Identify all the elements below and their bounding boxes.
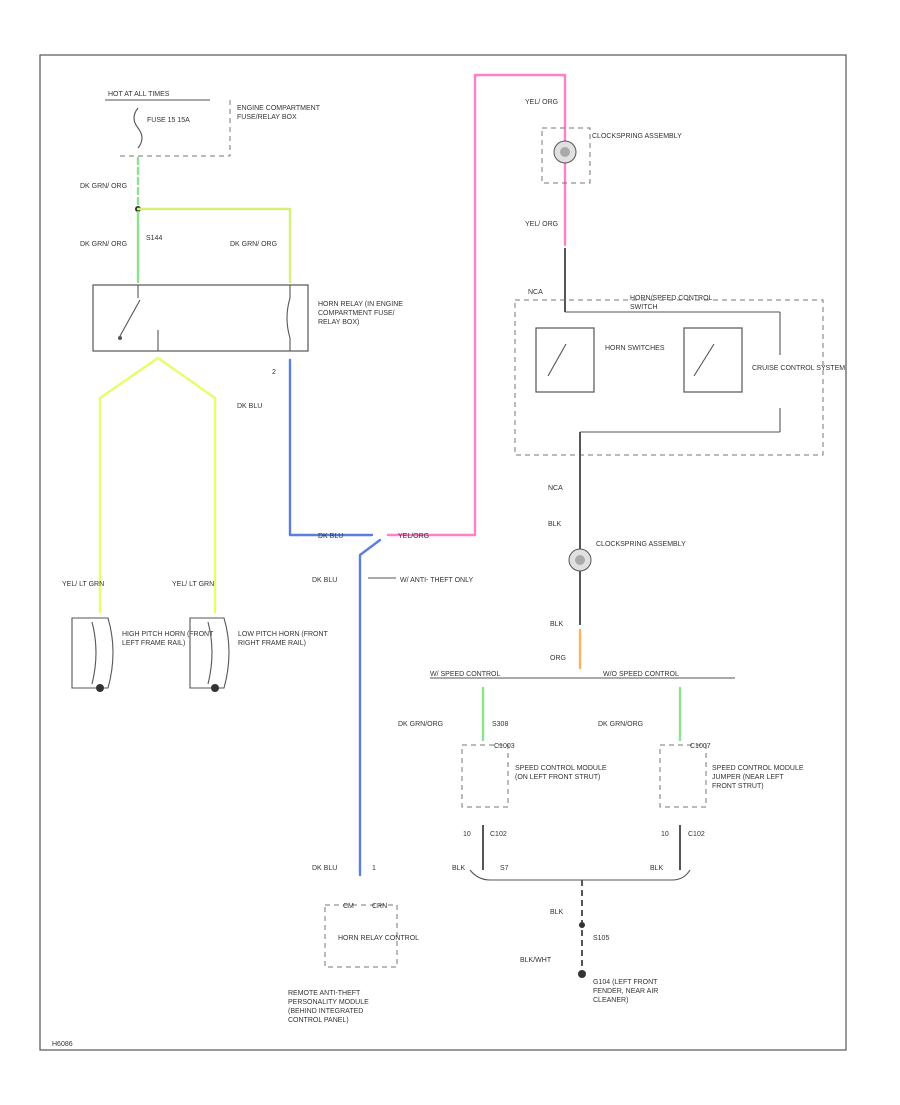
- relay-contact: [118, 336, 122, 340]
- wire-dk-blu-1: [288, 358, 374, 537]
- ground-wire-2-label: BLK/WHT: [520, 957, 552, 964]
- horn-switch-label: HORN SWITCHES: [605, 345, 665, 352]
- relay-switch: [119, 299, 141, 337]
- left-blk-label: BLK: [452, 865, 466, 872]
- cruise-label: CRUISE CONTROL SYSTEM: [752, 365, 845, 372]
- dk-blu-3-label: DK BLU: [312, 865, 337, 872]
- switch-box: [514, 299, 824, 456]
- blue-wire-label: DK BLU: [237, 403, 262, 410]
- ground-wire-label: BLK: [550, 909, 564, 916]
- right-c102: C102: [688, 831, 705, 838]
- cruise-switch-box: [683, 327, 743, 393]
- left-pin: 10: [463, 831, 471, 838]
- right-pin: 10: [661, 831, 669, 838]
- pin-1: 1: [372, 865, 376, 872]
- dk-blu-2-label: DK BLU: [312, 577, 337, 584]
- ground-splice-dot: [579, 922, 585, 928]
- wire-yel-lt-grn-left: [98, 356, 160, 614]
- left-splice: S308: [492, 721, 508, 728]
- relay-coil: [286, 285, 291, 351]
- right-horn-wire-label: YEL/ LT GRN: [172, 581, 214, 588]
- left-conn: C1003: [494, 743, 515, 750]
- right-blk-label: BLK: [650, 865, 664, 872]
- wire2-label: DK GRN/ ORG: [80, 241, 127, 248]
- speed-module-right-box: [659, 744, 707, 808]
- horn-relay-box: [92, 284, 309, 352]
- left-c102: C102: [490, 831, 507, 838]
- org-wire-label: ORG: [550, 655, 566, 662]
- right-heading: W/O SPEED CONTROL: [603, 671, 679, 678]
- wire-yel-lt-grn-right: [156, 356, 217, 614]
- wire-dk-grn-org-3: [136, 207, 292, 284]
- theft-pin-left: CM: [343, 903, 354, 910]
- right-speed-wire: DK GRN/ORG: [598, 721, 643, 728]
- low-pitch-horn: [189, 617, 230, 692]
- relay-pin-2: 2: [272, 369, 276, 376]
- clockspring-bottom-label: CLOCKSPRING ASSEMBLY: [596, 541, 686, 548]
- right-conn: C1007: [690, 743, 711, 750]
- theft-pin-right: CRN: [372, 903, 387, 910]
- theft-module-box: [324, 904, 398, 968]
- speed-module-left-box: [461, 744, 509, 808]
- left-speed-wire: DK GRN/ORG: [398, 721, 443, 728]
- anti-theft-label: W/ ANTI- THEFT ONLY: [400, 577, 473, 584]
- fuse-label: FUSE 15 15A: [147, 117, 190, 124]
- left-horn-wire-label: YEL/ LT GRN: [62, 581, 104, 588]
- fuse-symbol: [133, 107, 143, 149]
- clockspring-top-box: [541, 127, 591, 184]
- clockspring-top-wire-below: YEL/ ORG: [525, 221, 558, 228]
- blk-wire-label-3: BLK: [550, 621, 564, 628]
- left-module-label: SPEED CONTROL MODULE(ON LEFT FRONT STRUT…: [515, 765, 607, 781]
- clockspring-top-label: CLOCKSPRING ASSEMBLY: [592, 133, 682, 140]
- clockspring-bottom-core: [575, 555, 585, 565]
- clockspring-top-wire: YEL/ ORG: [525, 99, 558, 106]
- cruise-switch: [693, 343, 715, 377]
- blue-wire-label-2: DK BLU: [318, 533, 343, 540]
- ground-point: [578, 970, 586, 978]
- left-heading: W/ SPEED CONTROL: [430, 671, 501, 678]
- horn-switch-box: [535, 327, 595, 393]
- horn-switch: [547, 343, 567, 377]
- wire-dk-blu-2: [358, 538, 382, 877]
- nca-conn-label: NCA: [528, 289, 543, 296]
- hot-label: HOT AT ALL TIMES: [108, 91, 170, 98]
- clockspring-top-core: [560, 147, 570, 157]
- ground-splice-label: S105: [593, 935, 609, 942]
- blk-wire-label-2: BLK: [548, 521, 562, 528]
- footer-code: H6086: [52, 1041, 73, 1048]
- wire-yel-org-pink: [386, 73, 567, 537]
- nca-wire-label: NCA: [548, 485, 563, 492]
- splice-label: S144: [146, 235, 162, 242]
- high-pitch-horn: [71, 617, 114, 692]
- splice-s7: S7: [500, 865, 509, 872]
- wire1-label: DK GRN/ ORG: [80, 183, 127, 190]
- wire3-label: DK GRN/ ORG: [230, 241, 277, 248]
- diagram-frame: [39, 54, 847, 1051]
- pink-wire-label: YEL/ORG: [398, 533, 429, 540]
- theft-module-inner: HORN RELAY CONTROL: [338, 935, 419, 942]
